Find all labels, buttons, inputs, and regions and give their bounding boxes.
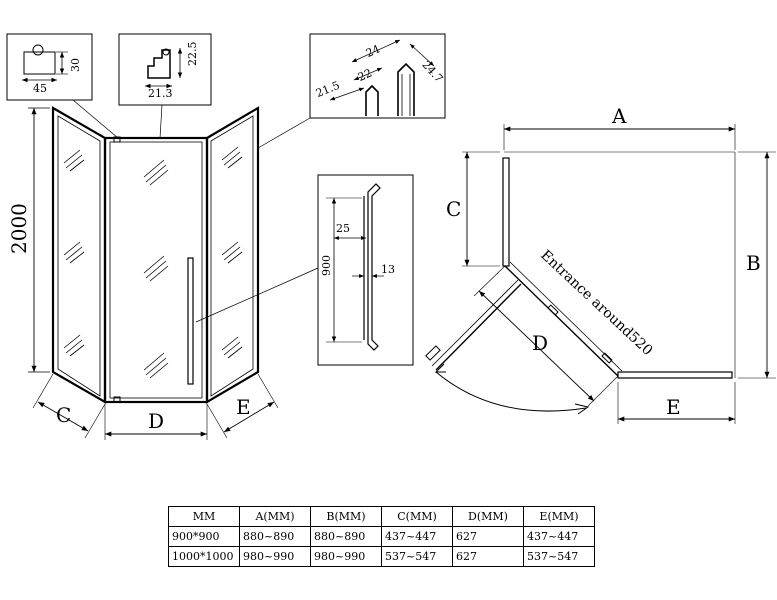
- profile-detail: 45 30: [6, 33, 93, 101]
- corner-profile-detail: 21.3 22.5: [118, 33, 212, 106]
- front-dim-c-label: C: [56, 403, 71, 427]
- profile-width-label: 45: [33, 82, 47, 95]
- hinge-dim-22: 22: [356, 66, 374, 84]
- spec-cell-c: 437~447: [381, 526, 453, 547]
- spec-table: MM A(MM) B(MM) C(MM) D(MM) E(MM) 900*900…: [168, 506, 595, 567]
- handle-detail: 900 25 13: [317, 174, 414, 366]
- spec-header-d: D(MM): [452, 506, 524, 527]
- front-dim-e-label: E: [236, 395, 251, 419]
- plan-dim-c-label: C: [446, 197, 461, 221]
- spec-cell-b: 880~890: [310, 526, 382, 547]
- hinge-dim-24-7: 24.7: [419, 58, 445, 85]
- spec-cell-c: 537~547: [381, 546, 453, 567]
- spec-cell-a: 980~990: [239, 546, 311, 567]
- table-row: 1000*1000 980~990 980~990 537~547 627 53…: [168, 546, 595, 567]
- spec-cell-e: 537~547: [523, 546, 595, 567]
- spec-cell-d: 627: [452, 546, 524, 567]
- spec-header-c: C(MM): [381, 506, 453, 527]
- plan-dim-e-label: E: [666, 395, 681, 419]
- spec-cell-size: 1000*1000: [168, 546, 240, 567]
- corner-height-label: 22.5: [186, 42, 199, 67]
- spec-cell-size: 900*900: [168, 526, 240, 547]
- hinge-dim-21-5: 21.5: [314, 79, 342, 100]
- spec-header-b: B(MM): [310, 506, 382, 527]
- spec-cell-a: 880~890: [239, 526, 311, 547]
- plan-dim-a-label: A: [611, 104, 627, 128]
- plan-dim-b-label: B: [746, 251, 761, 275]
- handle-offset-label: 25: [336, 222, 350, 235]
- table-row: 900*900 880~890 880~890 437~447 627 437~…: [168, 526, 595, 547]
- spec-cell-b: 980~990: [310, 546, 382, 567]
- profile-height-label: 30: [69, 58, 82, 72]
- spec-cell-e: 437~447: [523, 526, 595, 547]
- handle-length-label: 900: [320, 255, 333, 276]
- hinge-profile-detail: 24 24.7 22 21.5: [309, 33, 446, 119]
- spec-header-a: A(MM): [239, 506, 311, 527]
- front-dim-d-label: D: [148, 409, 164, 433]
- hinge-dim-24: 24: [364, 42, 382, 60]
- spec-cell-d: 627: [452, 526, 524, 547]
- spec-header-size: MM: [168, 506, 240, 527]
- handle-diameter-label: 13: [381, 263, 395, 276]
- plan-dim-d-label: D: [532, 331, 548, 355]
- front-elevation: 2000 C D E: [7, 99, 319, 440]
- corner-width-label: 21.3: [148, 87, 173, 100]
- spec-header-e: E(MM): [523, 506, 595, 527]
- spec-header-row: MM A(MM) B(MM) C(MM) D(MM) E(MM): [168, 506, 595, 527]
- plan-view: A B C E D Entrance around520: [425, 104, 776, 424]
- front-height-label: 2000: [7, 203, 31, 254]
- entrance-label: Entrance around520: [537, 247, 655, 359]
